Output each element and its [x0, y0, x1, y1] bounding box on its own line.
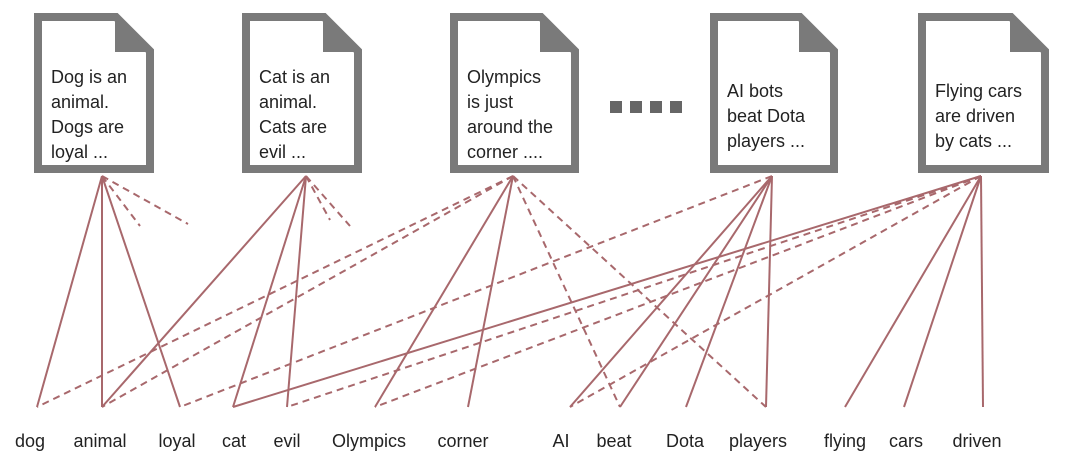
link-d4-players — [765, 175, 773, 408]
document-text-line: is just — [467, 92, 513, 112]
link-d5-driven — [980, 175, 984, 408]
dashed-link-d5-ai — [569, 175, 982, 408]
link-d3-olympics — [374, 175, 514, 408]
document-text-line: Cats are — [259, 117, 327, 137]
document-d5: Flying cars are driven by cats ... — [918, 13, 1049, 173]
document-text-line: Dog is an — [51, 67, 127, 87]
stub-link-d2-2 — [305, 175, 331, 221]
ellipsis-square — [630, 101, 642, 113]
document-text-line: AI bots — [727, 81, 783, 101]
document-text-line: corner .... — [467, 142, 543, 162]
dashed-link-d4-loyal — [179, 175, 773, 408]
document-d4: AI bots beat Dota players ... — [710, 13, 838, 173]
document-text-line: Flying cars — [935, 81, 1022, 101]
word-label-dota: Dota — [666, 431, 705, 451]
link-d2-cat — [232, 175, 307, 408]
link-d4-beat — [619, 175, 773, 408]
word-label-corner: corner — [437, 431, 488, 451]
page-fold-icon — [799, 14, 837, 52]
document-d1: Dog is an animal. Dogs are loyal ... — [34, 13, 154, 173]
document-text-line: are driven — [935, 106, 1015, 126]
document-icon — [34, 13, 154, 173]
ellipsis-square — [650, 101, 662, 113]
document-icon — [242, 13, 362, 173]
word-label-loyal: loyal — [158, 431, 195, 451]
word-label-evil: evil — [273, 431, 300, 451]
documents-layer: Dog is an animal. Dogs are loyal ... Cat is … — [34, 13, 1049, 173]
document-text-line: Dogs are — [51, 117, 124, 137]
document-text-line: Olympics — [467, 67, 541, 87]
dashed-link-d3-players — [512, 175, 767, 408]
word-label-cat: cat — [222, 431, 246, 451]
word-label-olympics: Olympics — [332, 431, 406, 451]
ellipsis-square — [610, 101, 622, 113]
link-d5-cat — [232, 175, 982, 408]
document-text-line: animal. — [259, 92, 317, 112]
link-d1-loyal — [101, 175, 181, 408]
link-d4-ai — [569, 175, 773, 408]
page-fold-icon — [1010, 14, 1048, 52]
word-label-ai: AI — [552, 431, 569, 451]
link-d1-dog — [36, 175, 103, 408]
document-d3: Olympics is just around the corner .... — [450, 13, 579, 173]
document-text-line: loyal ... — [51, 142, 108, 162]
document-icon — [918, 13, 1049, 173]
word-label-driven: driven — [952, 431, 1001, 451]
document-icon — [450, 13, 579, 173]
word-label-beat: beat — [596, 431, 631, 451]
dashed-link-d5-olympics — [374, 175, 982, 408]
words-layer: dog animal loyal cat evil Olympics corner AI bea… — [15, 431, 1002, 451]
stub-link-d2-1 — [305, 175, 351, 227]
document-text-line: evil ... — [259, 142, 306, 162]
link-d2-animal — [101, 175, 307, 408]
document-text-line: Cat is an — [259, 67, 330, 87]
dashed-link-d3-dog — [36, 175, 514, 408]
word-label-players: players — [729, 431, 787, 451]
dashed-link-d3-beat — [512, 175, 621, 408]
document-text-line: players ... — [727, 131, 805, 151]
document-text-line: around the — [467, 117, 553, 137]
ellipsis — [610, 101, 682, 113]
page-fold-icon — [323, 14, 361, 52]
document-icon — [710, 13, 838, 173]
document-d2: Cat is an animal. Cats are evil ... — [242, 13, 362, 173]
word-label-cars: cars — [889, 431, 923, 451]
link-d5-flying — [844, 175, 982, 408]
links-layer — [36, 175, 984, 408]
stub-link-d1-1 — [101, 175, 189, 225]
dashed-link-d5-evil — [286, 175, 982, 408]
document-text-line: by cats ... — [935, 131, 1012, 151]
dashed-link-d3-animal — [101, 175, 514, 408]
link-d2-evil — [286, 175, 307, 408]
document-text-line: animal. — [51, 92, 109, 112]
document-text-line: beat Dota — [727, 106, 806, 126]
link-d5-cars — [903, 175, 982, 408]
word-label-animal: animal — [73, 431, 126, 451]
page-fold-icon — [115, 14, 153, 52]
page-fold-icon — [540, 14, 578, 52]
word-label-dog: dog — [15, 431, 45, 451]
stub-link-d1-2 — [101, 175, 141, 227]
word-label-flying: flying — [824, 431, 866, 451]
ellipsis-square — [670, 101, 682, 113]
link-d4-dota — [685, 175, 773, 408]
